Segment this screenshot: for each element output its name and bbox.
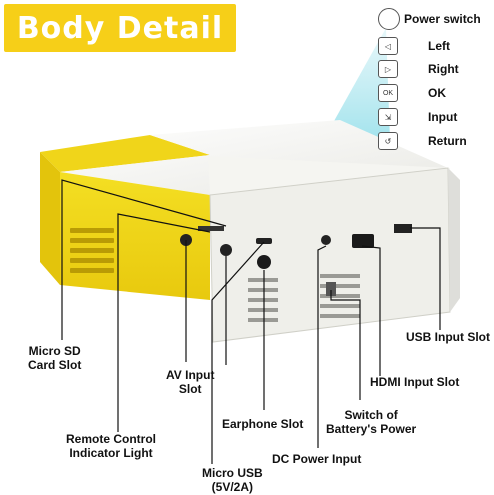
title-banner: Body Detail xyxy=(4,4,236,52)
front-yellow-face xyxy=(40,152,60,285)
side-vent xyxy=(248,274,360,322)
usb-port xyxy=(394,224,412,233)
key-label-input: Input xyxy=(428,110,458,124)
page-title: Body Detail xyxy=(16,10,224,46)
callout-hdmi: HDMI Input Slot xyxy=(370,375,460,389)
yellow-vent xyxy=(70,228,114,273)
earphone-port xyxy=(257,255,271,269)
callout-earphone: Earphone Slot xyxy=(222,417,304,431)
key-label-power: Power switch xyxy=(404,12,481,26)
ok-icon[interactable]: OK xyxy=(378,84,398,102)
micro-usb-port xyxy=(256,238,272,244)
key-label-return: Return xyxy=(428,134,467,148)
av-port-2 xyxy=(220,244,232,256)
right-arrow-icon[interactable]: ▷ xyxy=(378,60,398,78)
callout-dc-power: DC Power Input xyxy=(272,452,362,466)
leader-lines xyxy=(61,179,441,464)
return-icon[interactable]: ↺ xyxy=(378,132,398,150)
micro-sd-slot xyxy=(198,226,224,231)
callout-usb: USB Input Slot xyxy=(406,330,490,344)
key-label-left: Left xyxy=(428,39,450,53)
key-label-ok: OK xyxy=(428,86,446,100)
input-icon[interactable]: ⇲ xyxy=(378,108,398,126)
dc-power-port xyxy=(321,235,331,245)
left-arrow-icon[interactable]: ◁ xyxy=(378,37,398,55)
power-button-icon[interactable] xyxy=(378,8,400,30)
callout-micro-usb: Micro USB(5V/2A) xyxy=(202,466,263,494)
key-label-right: Right xyxy=(428,62,459,76)
top-yellow xyxy=(40,135,210,172)
battery-switch xyxy=(326,282,336,296)
hdmi-port xyxy=(352,234,374,248)
